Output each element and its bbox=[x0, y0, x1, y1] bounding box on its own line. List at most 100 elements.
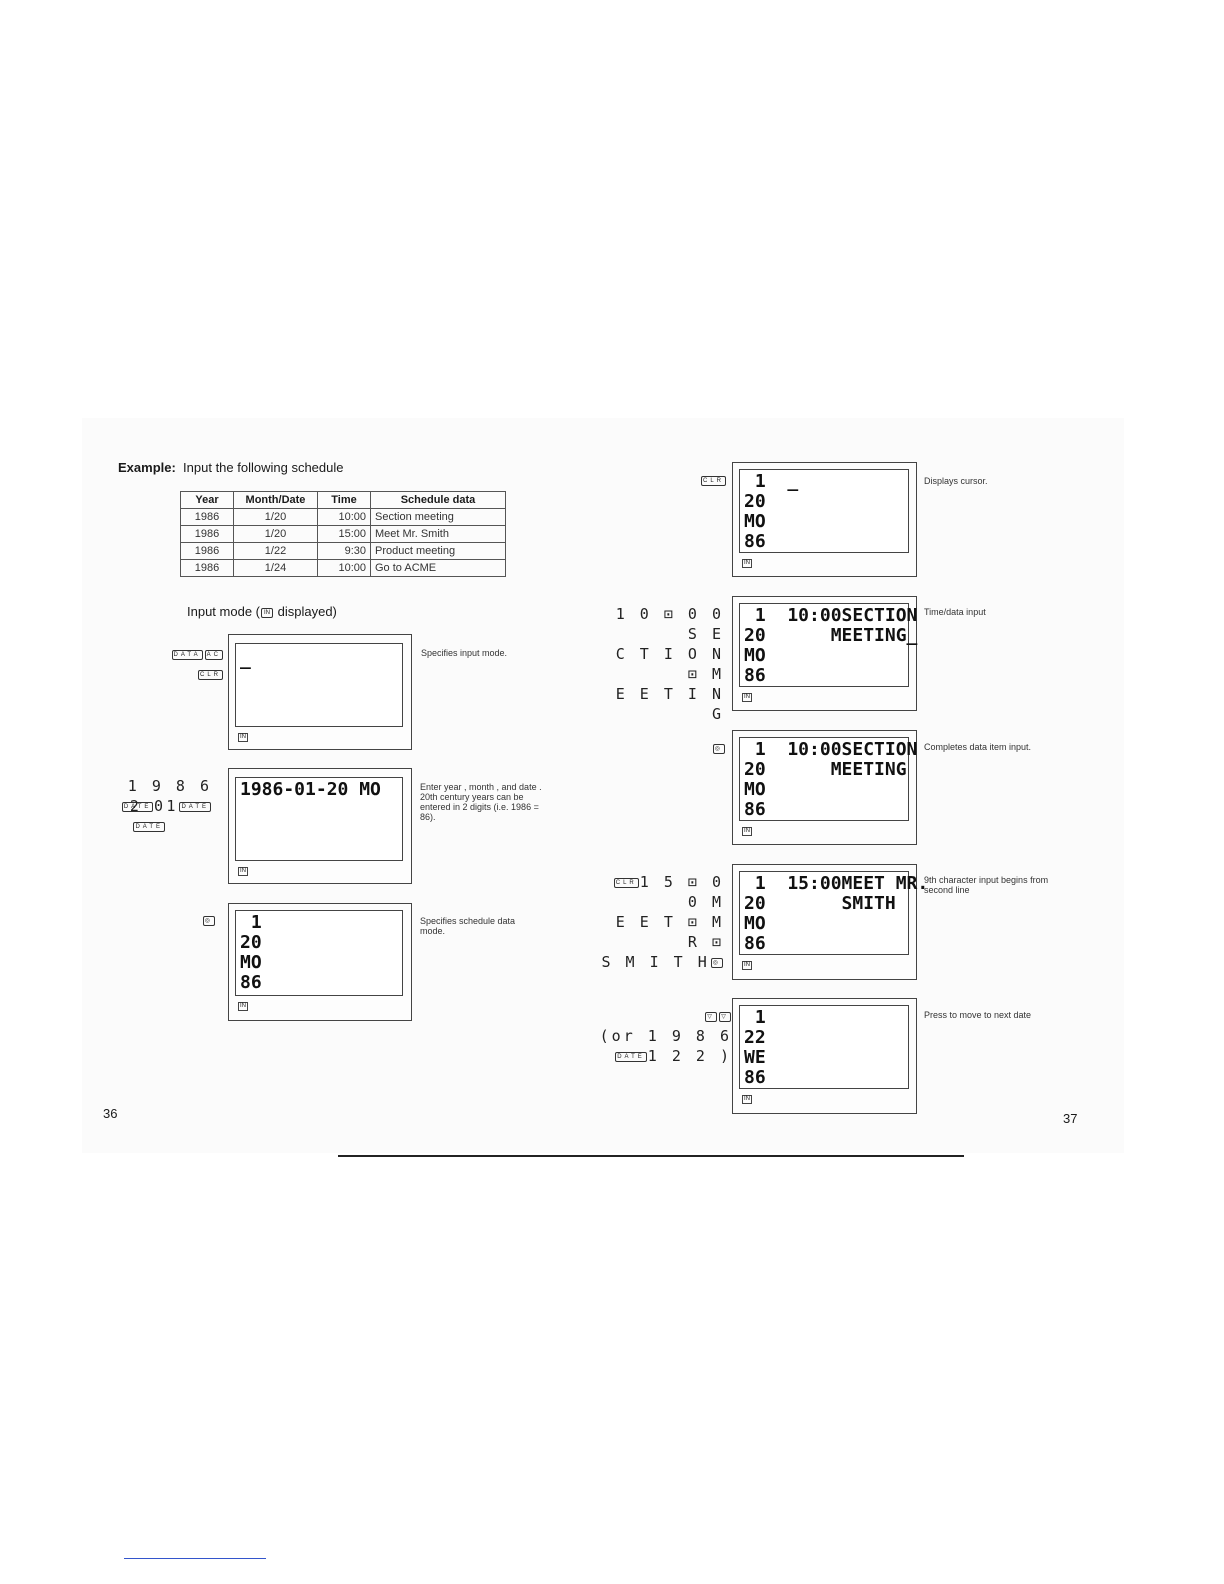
col-time: Time bbox=[317, 491, 371, 509]
key-sequence: ◎ bbox=[700, 738, 726, 758]
key-sequence: ◎ bbox=[190, 910, 216, 930]
cell: 1986 bbox=[180, 508, 234, 526]
lcd-line: 1 bbox=[240, 912, 262, 933]
in-indicator-icon: IN bbox=[742, 961, 752, 970]
lcd-line: _ bbox=[240, 649, 251, 670]
lcd-line: WE bbox=[744, 1047, 766, 1068]
in-indicator-icon: IN bbox=[742, 1095, 752, 1104]
in-indicator-icon: IN bbox=[742, 827, 752, 836]
lcd-screen: 1 10:00SECTION 20 MEETING_ MO 86 bbox=[739, 603, 917, 687]
example-heading: Example: Input the following schedule bbox=[118, 460, 344, 475]
page-number-left: 36 bbox=[103, 1106, 118, 1121]
data-key-icon: DATA bbox=[171, 649, 203, 660]
cell: 1/20 bbox=[233, 508, 318, 526]
clr-key-icon: CLR bbox=[613, 877, 639, 888]
table-row: 1986 1/20 10:00 Section meeting bbox=[180, 508, 506, 526]
lcd-line: 1 10:00SECTION bbox=[744, 605, 918, 626]
display-frame: 1 10:00SECTION 20 MEETING MO 86 IN bbox=[732, 730, 917, 845]
cell: 10:00 bbox=[317, 559, 371, 577]
in-indicator-icon: IN bbox=[238, 867, 248, 876]
schedule-table: Year Month/Date Time Schedule data 1986 … bbox=[180, 491, 506, 577]
cell: Product meeting bbox=[370, 542, 506, 560]
cell: 1/24 bbox=[233, 559, 318, 577]
step-note: Enter year , month , and date . 20th cen… bbox=[420, 782, 542, 822]
cell: 1/22 bbox=[233, 542, 318, 560]
step-note: Specifies input mode. bbox=[421, 648, 508, 658]
lcd-line: 86 bbox=[744, 665, 766, 686]
lcd-line: 20 bbox=[240, 932, 262, 953]
lcd-screen: 1986-01-20 MO bbox=[235, 777, 403, 861]
lcd-screen: 1 22 WE 86 bbox=[739, 1005, 909, 1089]
in-indicator-icon: IN bbox=[742, 559, 752, 568]
lcd-screen: 1 15:00MEET MR. 20 SMITH MO 86 bbox=[739, 871, 928, 955]
lcd-line: 86 bbox=[744, 531, 766, 552]
key-sequence: 1 0 ⊡ 0 0 S E C T I O N ⊡ M E E T I N G bbox=[615, 605, 724, 723]
cell: 15:00 bbox=[317, 525, 371, 543]
lcd-line: 86 bbox=[240, 972, 262, 993]
cell: 1986 bbox=[180, 559, 234, 577]
lcd-screen: 1 10:00SECTION 20 MEETING MO 86 bbox=[739, 737, 917, 821]
cell: Go to ACME bbox=[370, 559, 506, 577]
lcd-line: MO bbox=[744, 511, 766, 532]
in-indicator-icon: IN bbox=[238, 733, 248, 742]
cell: 1986 bbox=[180, 525, 234, 543]
step-note: Completes data item input. bbox=[924, 742, 1032, 752]
step-note: Press to move to next date bbox=[924, 1010, 1032, 1020]
enter-key-icon: ◎ bbox=[712, 743, 725, 754]
table-row: 1986 1/22 9:30 Product meeting bbox=[180, 542, 506, 560]
display-frame: 1 10:00SECTION 20 MEETING_ MO 86 IN bbox=[732, 596, 917, 711]
lcd-line: 1986-01-20 MO bbox=[240, 779, 381, 800]
date-key-icon: DATE bbox=[615, 1051, 647, 1062]
display-frame: 1 15:00MEET MR. 20 SMITH MO 86 IN bbox=[732, 864, 928, 980]
table-header-row: Year Month/Date Time Schedule data bbox=[180, 491, 506, 509]
col-schedule: Schedule data bbox=[370, 491, 506, 509]
key-sequence: 2 0DATE bbox=[129, 797, 166, 832]
col-month-date: Month/Date bbox=[233, 491, 318, 509]
ac-key-icon: AC bbox=[204, 649, 223, 660]
table-row: 1986 1/20 15:00 Meet Mr. Smith bbox=[180, 525, 506, 543]
cell: 9:30 bbox=[317, 542, 371, 560]
table-row: 1986 1/24 10:00 Go to ACME bbox=[180, 559, 506, 577]
lcd-line: 1 10:00SECTION bbox=[744, 739, 918, 760]
display-frame: _ IN bbox=[228, 634, 412, 750]
date-key-icon: DATE bbox=[179, 801, 211, 812]
display-frame: 1 22 WE 86 IN bbox=[732, 998, 917, 1114]
lcd-line: 86 bbox=[744, 933, 766, 954]
in-indicator-icon: IN bbox=[238, 1002, 248, 1011]
step-note: 9th character input begins from second l… bbox=[924, 875, 1049, 895]
footer-line bbox=[124, 1558, 266, 1559]
lcd-line: 20 SMITH bbox=[744, 893, 896, 914]
date-key-icon: DATE bbox=[121, 801, 154, 812]
col-year: Year bbox=[180, 491, 234, 509]
cell: 10:00 bbox=[317, 508, 371, 526]
lcd-line: 20 MEETING_ bbox=[744, 625, 918, 646]
step-note: Time/data input bbox=[924, 607, 986, 617]
cell: 1/20 bbox=[233, 525, 318, 543]
enter-key-icon: ◎ bbox=[202, 915, 215, 926]
down-arrow-key-icon: ▽ bbox=[705, 1011, 717, 1022]
lcd-line: MO bbox=[744, 913, 766, 934]
in-indicator-icon: IN bbox=[261, 607, 273, 618]
cell: Section meeting bbox=[370, 508, 506, 526]
display-frame: 1 _ 20 MO 86 IN bbox=[732, 462, 917, 577]
lcd-line: 20 bbox=[744, 491, 766, 512]
date-key-icon: DATE bbox=[133, 821, 165, 832]
lcd-line: MO bbox=[240, 952, 262, 973]
step-note: Specifies schedule data mode. bbox=[420, 916, 516, 936]
clr-key-icon: CLR bbox=[701, 475, 727, 486]
display-frame: 1986-01-20 MO IN bbox=[228, 768, 412, 884]
lcd-line: MO bbox=[744, 779, 766, 800]
cell: Meet Mr. Smith bbox=[370, 525, 506, 543]
lcd-line: 20 MEETING bbox=[744, 759, 907, 780]
lcd-line: MO bbox=[744, 645, 766, 666]
lcd-line: 86 bbox=[744, 799, 766, 820]
lcd-screen: 1 20 MO 86 bbox=[235, 910, 403, 996]
cell: 1986 bbox=[180, 542, 234, 560]
enter-key-icon: ◎ bbox=[710, 957, 723, 968]
display-frame: 1 20 MO 86 IN bbox=[228, 903, 412, 1021]
lcd-line: 22 bbox=[744, 1027, 766, 1048]
down-arrow-key-icon: ▽ bbox=[719, 1011, 731, 1022]
